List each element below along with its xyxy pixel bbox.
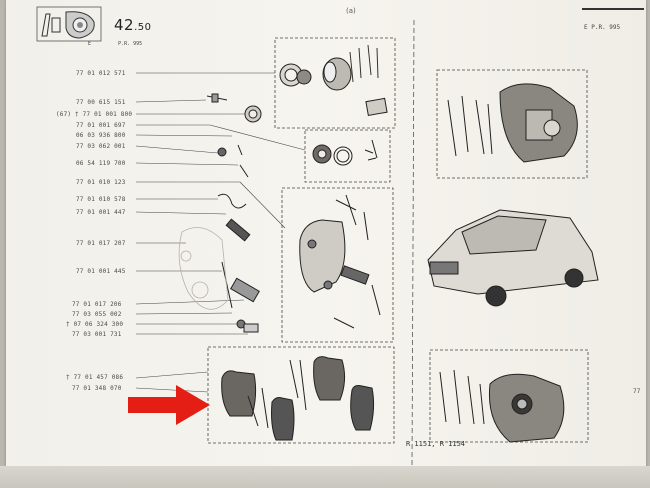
page-number-suffix: .50 (134, 22, 152, 33)
right-tab: E P.R. 995 (582, 8, 644, 32)
part-ref-8: 77 01 010 123 (76, 179, 126, 186)
column-divider (411, 19, 415, 467)
renault-16-car-icon (427, 209, 599, 307)
page-number: 42.50 (114, 16, 152, 34)
right-tab-code: E P.R. 995 (584, 24, 621, 31)
header-thumbnail-icon (36, 6, 102, 42)
top-mark: (a) (346, 7, 356, 15)
part-ref-11: 77 01 017 207 (76, 240, 126, 247)
part-ref-1: 77 01 012 571 (76, 70, 126, 77)
part-ref-7: 06 54 119 700 (76, 160, 126, 167)
brake-pads-drawing (221, 356, 375, 441)
piston-kit-drawing (279, 44, 388, 117)
part-ref-9: 77 01 010 578 (76, 196, 126, 203)
right-edge-ref: 77 (633, 388, 641, 395)
brake-parts-thumbnail-icon (36, 6, 102, 42)
part-ref-5: 06 03 936 800 (76, 132, 126, 139)
caliper-bracket-drawing (299, 194, 381, 329)
part-ref-13: 77 01 017 206 (72, 301, 122, 308)
part-ref-12: 77 01 001 445 (76, 268, 126, 275)
upper-caliper-assembly-drawing (447, 83, 578, 163)
section-code: E P.R. 995 (88, 41, 142, 47)
page-number-main: 42 (114, 16, 135, 34)
part-ref-10: 77 01 001 447 (76, 209, 126, 216)
page-bottom-edge (0, 466, 650, 488)
lower-caliper-assembly-drawing (439, 369, 565, 443)
part-ref-6: 77 03 062 001 (76, 143, 126, 150)
kit-boxes (207, 37, 589, 444)
part-ref-15: † 07 06 324 300 (66, 321, 124, 328)
part-ref-4: 77 01 001 697 (76, 122, 126, 129)
part-ref-2: 77 00 615 151 (76, 99, 126, 106)
leader-lines (135, 72, 306, 393)
seal-kit-drawing (312, 139, 378, 166)
part-ref-18: 77 01 348 070 (72, 385, 122, 392)
part-ref-17: † 77 01 457 086 (66, 374, 124, 381)
section-code-right: P.R. 995 (118, 41, 143, 47)
caliper-outline-drawing (178, 227, 229, 310)
part-ref-3: (67) † 77 01 001 800 (56, 111, 133, 118)
section-code-left: E (88, 41, 92, 47)
red-arrow-icon (128, 385, 210, 425)
loose-parts-drawing (206, 93, 262, 333)
part-ref-16: 77 03 001 731 (72, 331, 122, 338)
part-ref-14: 77 03 055 002 (72, 311, 122, 318)
model-caption: R 1151, R 1154 (406, 440, 466, 448)
